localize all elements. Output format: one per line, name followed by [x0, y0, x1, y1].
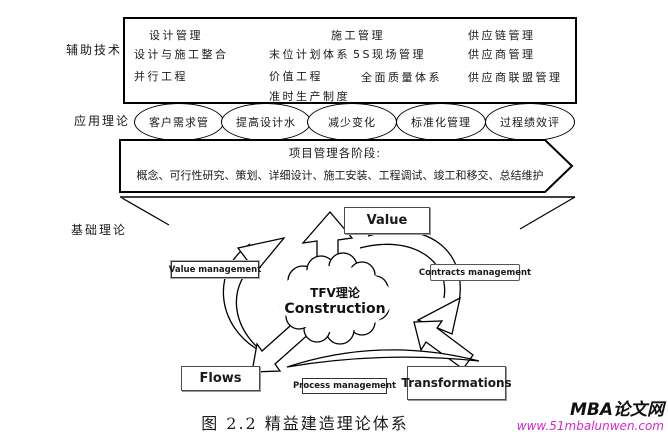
applied-ellipse: 标准化管理	[396, 103, 486, 141]
aux-item: 5S现场管理	[353, 48, 426, 61]
ellipse-label: 过程绩效评	[500, 116, 560, 129]
bottom-swoosh	[286, 349, 480, 368]
aux-item: 设计与施工整合	[134, 48, 229, 61]
figure-caption: 图 2.2 精益建造理论体系	[201, 414, 409, 433]
aux-item: 价值工程	[269, 70, 323, 83]
ellipse-label: 提高设计水	[236, 116, 296, 129]
aux-item: 供应链管理	[468, 29, 536, 42]
watermark-url: www.51mbalunwen.com	[516, 418, 664, 433]
cloud-label-construction: Construction	[284, 301, 385, 317]
tier-label-applied: 应用理论	[74, 114, 131, 128]
flows-box: Flows	[181, 366, 260, 391]
contracts-management-label: Contracts management	[418, 267, 532, 278]
aux-item: 供应商联盟管理	[468, 71, 563, 84]
value-management-tag: Value management	[168, 261, 262, 278]
cloud-label-tfv: TFV理论	[310, 285, 361, 300]
ellipse-label: 标准化管理	[411, 116, 471, 129]
transformations-label: Transformations	[401, 376, 512, 390]
left-cycle-arrow	[222, 243, 263, 353]
flows-label: Flows	[199, 371, 242, 386]
stage-arrow-stages: 概念、可行性研究、策划、详细设计、施工安装、工程调试、竣工和移交、总结维护	[136, 169, 544, 182]
flows-arrow	[251, 317, 312, 373]
transformations-box: Transformations	[401, 366, 512, 400]
left-cycle-arrowhead	[236, 236, 286, 274]
aux-item: 设计管理	[149, 29, 203, 42]
aux-item: 供应商管理	[468, 48, 536, 61]
tier-label-foundation: 基础理论	[71, 223, 128, 237]
watermark-site: MBA论文网	[569, 400, 664, 420]
process-management-label: Process management	[292, 381, 397, 391]
aux-item: 准时生产制度	[269, 90, 350, 103]
applied-ellipse: 减少变化	[307, 103, 397, 141]
tfv-diagram: TFV理论 Construction	[222, 211, 480, 373]
ellipse-label: 减少变化	[328, 116, 376, 129]
value-management-label: Value management	[168, 264, 262, 275]
process-management-tag: Process management	[293, 378, 396, 394]
stage-arrow-shape	[119, 139, 574, 193]
stage-arrow-title: 项目管理各阶段:	[288, 146, 382, 160]
tfv-cloud: TFV理论 Construction	[278, 252, 392, 345]
applied-ellipse: 提高设计水	[221, 103, 311, 141]
tier-label-auxiliary: 辅助技术	[66, 43, 123, 57]
aux-item: 施工管理	[331, 29, 385, 42]
value-label: Value	[366, 213, 408, 228]
auxiliary-techniques-box: 设计管理 施工管理 供应链管理 设计与施工整合 末位计划体系 5S现场管理 供应…	[123, 17, 577, 104]
applied-ellipse: 过程绩效评	[485, 103, 575, 141]
aux-item: 并行工程	[134, 70, 188, 83]
contracts-management-tag: Contracts management	[419, 264, 531, 281]
applied-ellipse: 客户需求管	[134, 103, 224, 141]
ellipse-label: 客户需求管	[149, 116, 209, 129]
watermark: MBA论文网 www.51mbalunwen.com	[517, 401, 664, 433]
aux-item: 全面质量体系	[361, 71, 442, 84]
value-box: Value	[344, 207, 430, 234]
funnel-lines	[120, 196, 576, 230]
aux-item: 末位计划体系	[269, 48, 350, 61]
